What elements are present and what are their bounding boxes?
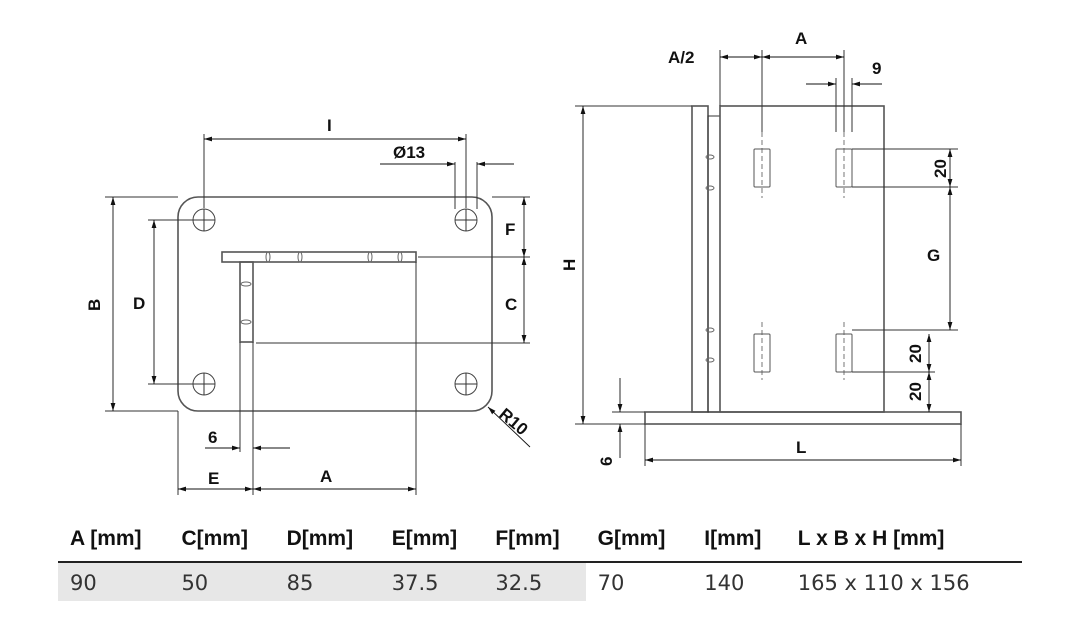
header-f: F[mm] — [483, 519, 586, 563]
dim-label-g: G — [927, 246, 940, 265]
value-i: 140 — [704, 571, 745, 595]
dim-label-6-base: 6 — [597, 457, 616, 466]
dim-label-20-bot: 20 — [906, 382, 925, 401]
dim-label-i: I — [327, 116, 332, 135]
value-lbh: 165 x 110 x 156 — [797, 571, 970, 595]
technical-drawing: I Ø13 F C B D R10 6 — [85, 29, 962, 495]
top-view: I Ø13 F C B D R10 6 — [85, 116, 532, 495]
value-e: 37.5 — [379, 562, 484, 601]
value-a: 90 — [58, 562, 170, 601]
value-f: 32.5 — [483, 562, 586, 601]
flange-side — [691, 105, 709, 413]
dim-label-6-web: 6 — [208, 428, 217, 447]
dim-label-20-top: 20 — [931, 159, 950, 178]
slot-hole — [835, 132, 853, 198]
dim-label-f: F — [505, 220, 515, 239]
header-e: E[mm] — [379, 519, 484, 563]
header-c: C[mm] — [169, 519, 275, 563]
value-g: 70 — [597, 571, 625, 595]
weld-marks — [240, 251, 403, 325]
web-plate — [239, 261, 254, 343]
spec-value-row: 90 50 85 37.5 32.5 70 140 165 x 110 x 15… — [58, 562, 1022, 601]
dim-label-a-side: A — [795, 29, 807, 48]
header-g: G[mm] — [585, 519, 693, 563]
slot-hole — [753, 322, 771, 380]
dim-label-r10: R10 — [495, 405, 531, 440]
slot-hole — [753, 132, 771, 198]
spec-header-row: A [mm] C[mm] D[mm] E[mm] F[mm] G[mm] I[m… — [58, 519, 1022, 563]
dim-label-e: E — [208, 469, 219, 488]
header-a: A [mm] — [58, 519, 170, 563]
base-plate-side — [644, 411, 962, 425]
spec-table: A [mm] C[mm] D[mm] E[mm] F[mm] G[mm] I[m… — [58, 519, 1022, 601]
value-c: 50 — [169, 562, 275, 601]
dim-label-diameter: Ø13 — [393, 143, 425, 162]
dim-label-l: L — [796, 438, 806, 457]
bolt-hole — [454, 372, 478, 396]
dim-label-d: D — [133, 294, 145, 313]
dim-label-a-half: A/2 — [668, 48, 694, 67]
dim-label-b: B — [85, 299, 104, 311]
bolt-hole — [454, 208, 478, 232]
web-side — [719, 105, 885, 413]
header-d: D[mm] — [274, 519, 380, 563]
dim-label-h: H — [560, 259, 579, 271]
flange-plate — [221, 251, 417, 263]
dim-label-a: A — [320, 467, 332, 486]
header-i: I[mm] — [692, 519, 786, 563]
weld-marks — [705, 154, 715, 363]
slot-hole — [835, 322, 853, 380]
value-d: 85 — [274, 562, 380, 601]
side-view: A/2 A 9 H 20 G 20 20 6 L — [560, 29, 962, 466]
dim-label-9: 9 — [872, 59, 881, 78]
weld-strip — [707, 115, 721, 413]
dim-label-20-mid: 20 — [906, 344, 925, 363]
header-lbh: L x B x H [mm] — [785, 519, 1022, 563]
base-plate-outline — [177, 196, 493, 412]
dim-label-c: C — [505, 295, 517, 314]
